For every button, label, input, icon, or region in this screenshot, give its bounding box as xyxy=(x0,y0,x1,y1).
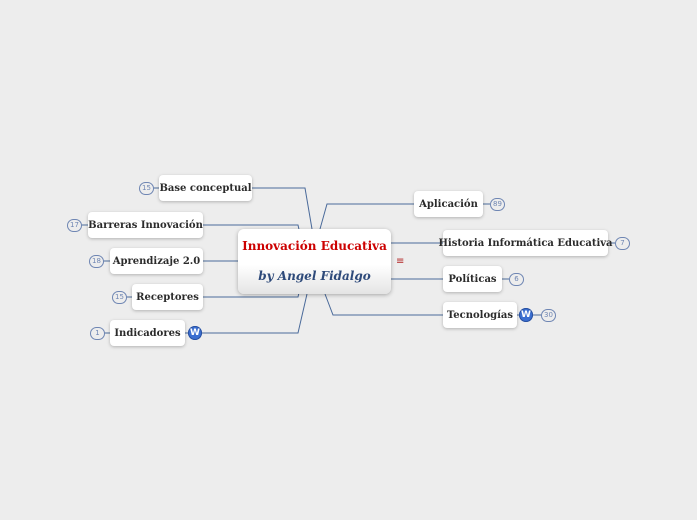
child-count-badge[interactable]: 18 xyxy=(89,255,104,268)
topic-label: Base conceptual xyxy=(159,182,252,194)
wordpress-icon[interactable]: W xyxy=(519,308,533,322)
topic-base-conceptual[interactable]: Base conceptual xyxy=(159,175,252,201)
child-count-badge[interactable]: 15 xyxy=(139,182,154,195)
central-topic-subtitle: by Angel Fidalgo xyxy=(258,269,371,283)
topic-tecnologias[interactable]: Tecnologías xyxy=(443,302,517,328)
central-topic-title: Innovación Educativa xyxy=(242,239,387,253)
child-count-badge[interactable]: 89 xyxy=(490,198,505,211)
topic-indicadores[interactable]: Indicadores xyxy=(110,320,185,346)
central-topic[interactable]: Innovación Educativa by Angel Fidalgo xyxy=(238,229,391,294)
child-count-badge[interactable]: 1 xyxy=(90,327,105,340)
topic-label: Receptores xyxy=(136,291,199,303)
topic-label: Indicadores xyxy=(114,327,181,339)
connector-base-conceptual xyxy=(252,187,313,230)
child-count-badge[interactable]: 7 xyxy=(615,237,630,250)
topic-historia-informatica-educativa[interactable]: Historia Informática Educativa xyxy=(438,230,613,256)
topic-receptores[interactable]: Receptores xyxy=(132,284,203,310)
notes-icon[interactable]: ≡ xyxy=(396,256,405,267)
topic-label: Historia Informática Educativa xyxy=(438,237,613,249)
child-count-badge[interactable]: 30 xyxy=(541,309,556,322)
topic-label: Barreras Innovación xyxy=(88,219,203,231)
topic-label: Tecnologías xyxy=(446,309,514,321)
child-count-badge[interactable]: 6 xyxy=(509,273,524,286)
connector-aplicacion xyxy=(319,203,414,230)
wordpress-icon[interactable]: W xyxy=(188,326,202,340)
child-count-badge[interactable]: 17 xyxy=(67,219,82,232)
connector-tecnologias xyxy=(324,293,443,316)
topic-label: Políticas xyxy=(448,273,497,285)
topic-aprendizaje-2-0[interactable]: Aprendizaje 2.0 xyxy=(110,248,203,274)
child-count-badge[interactable]: 15 xyxy=(112,291,127,304)
topic-barreras-innovacion[interactable]: Barreras Innovación xyxy=(88,212,203,238)
topic-aplicacion[interactable]: Aplicación xyxy=(414,191,483,217)
connector-indicadores xyxy=(185,293,308,334)
topic-label: Aplicación xyxy=(419,198,478,210)
topic-politicas[interactable]: Políticas xyxy=(443,266,502,292)
topic-label: Aprendizaje 2.0 xyxy=(112,255,201,267)
